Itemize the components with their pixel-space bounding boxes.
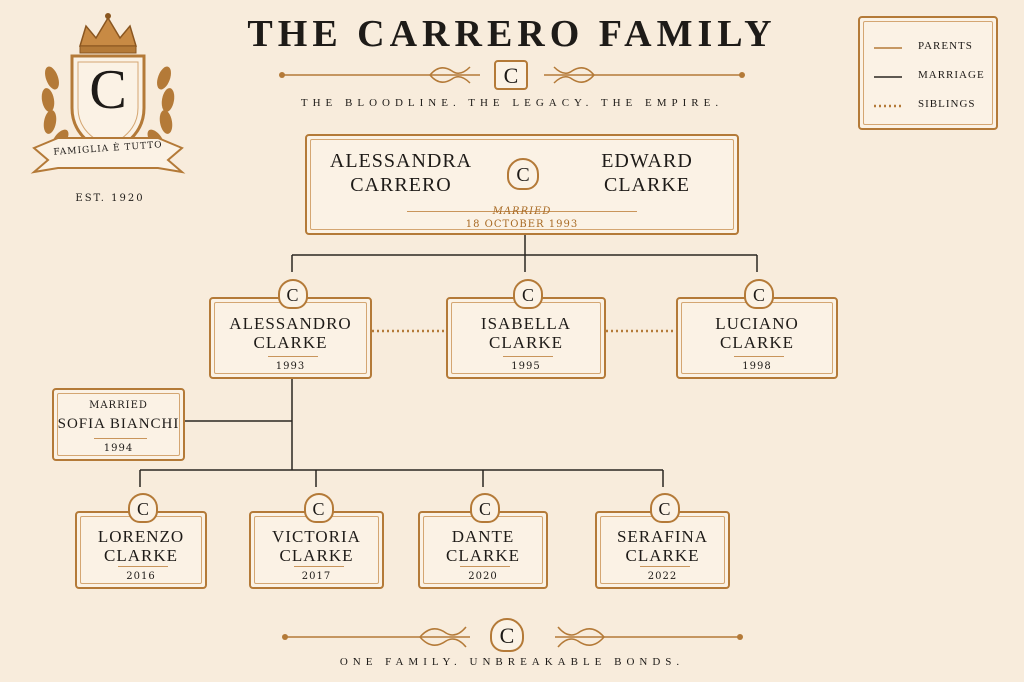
spouse-year: 1994 [103, 443, 134, 454]
birth-year: 1993 [275, 361, 306, 372]
person-last-name: CLARKE [446, 546, 520, 566]
card-divider [460, 566, 510, 567]
card-divider [118, 566, 168, 567]
birth-year: 2020 [468, 571, 498, 582]
person-first-name: SERAFINA [616, 527, 709, 547]
crest-monogram-icon: C [649, 493, 680, 523]
person-first-name: LUCIANO [715, 313, 799, 333]
person-last-name: CLARKE [625, 546, 700, 566]
person-last-name: CLARKE [279, 546, 354, 566]
crest-monogram-icon: C [303, 493, 334, 523]
person-first-name: LORENZO [97, 527, 185, 547]
birth-year: 2017 [301, 571, 332, 582]
card-divider [293, 566, 344, 567]
spouse-name: SOFIA BIANCHI [57, 416, 180, 432]
footer-monogram-letter: C [499, 623, 515, 648]
person-last-name: CLARKE [104, 546, 178, 566]
person-first-name: ISABELLA [480, 313, 572, 333]
person-first-name: DANTE [451, 527, 515, 547]
founder-right-first: EDWARD [601, 150, 693, 172]
legend-siblings: SIBLINGS [918, 98, 976, 110]
founder-left-first: ALESSANDRA [329, 150, 473, 172]
person-first-name: VICTORIA [272, 527, 361, 547]
footer-ornament [282, 626, 743, 648]
footer-monogram: C [490, 618, 524, 652]
married-label: MARRIED [492, 206, 552, 217]
founders-card: ALESSANDRA CARRERO EDWARD CLARKE C MARRI… [305, 134, 739, 235]
legend: PARENTS MARRIAGE SIBLINGS [858, 16, 998, 130]
founders-divider [407, 211, 637, 212]
birth-year: 2016 [126, 571, 156, 582]
spouse-divider [94, 438, 147, 439]
crest-monogram-icon: C [513, 279, 543, 309]
card-divider [503, 356, 553, 357]
crest-letter: C [89, 59, 127, 121]
family-crest: C FAMIGLIA È TUTTO [28, 8, 188, 188]
crest-emblem-icon [30, 13, 186, 174]
person-last-name: CLARKE [489, 332, 563, 352]
card-divider [639, 566, 690, 567]
established-year: EST. 1920 [75, 193, 145, 204]
header-monogram: C [494, 60, 528, 90]
spouse-card: MARRIED SOFIA BIANCHI 1994 [52, 388, 185, 461]
person-first-name: ALESSANDRO [229, 313, 352, 333]
crest-monogram-icon: C [128, 493, 158, 523]
legend-parents: PARENTS [918, 40, 973, 52]
crest-monogram-icon: C [277, 279, 308, 309]
card-divider [267, 356, 318, 357]
crest-monogram-icon: C [470, 493, 500, 523]
founders-monogram-letter: C [516, 164, 530, 186]
founders-monogram-icon: C [507, 158, 539, 190]
birth-year: 1998 [742, 361, 772, 372]
founder-right-last: CLARKE [604, 174, 690, 196]
legend-marriage: MARRIAGE [918, 69, 985, 81]
header-monogram-letter: C [503, 63, 519, 88]
header-ornament [279, 66, 745, 84]
tagline: THE BLOODLINE. THE LEGACY. THE EMPIRE. [300, 97, 724, 109]
card-divider [734, 356, 784, 357]
birth-year: 1995 [511, 361, 541, 372]
married-date: 18 OCTOBER 1993 [465, 219, 579, 230]
person-last-name: CLARKE [253, 332, 328, 352]
spouse-married-label: MARRIED [89, 400, 148, 411]
legend-swatches [874, 47, 902, 108]
page-title: THE CARRERO FAMILY [247, 13, 777, 55]
footer-tagline: ONE FAMILY. UNBREAKABLE BONDS. [339, 656, 685, 668]
founder-left-last: CARRERO [350, 174, 452, 196]
person-last-name: CLARKE [720, 332, 794, 352]
birth-year: 2022 [647, 571, 678, 582]
crest-monogram-icon: C [744, 279, 774, 309]
